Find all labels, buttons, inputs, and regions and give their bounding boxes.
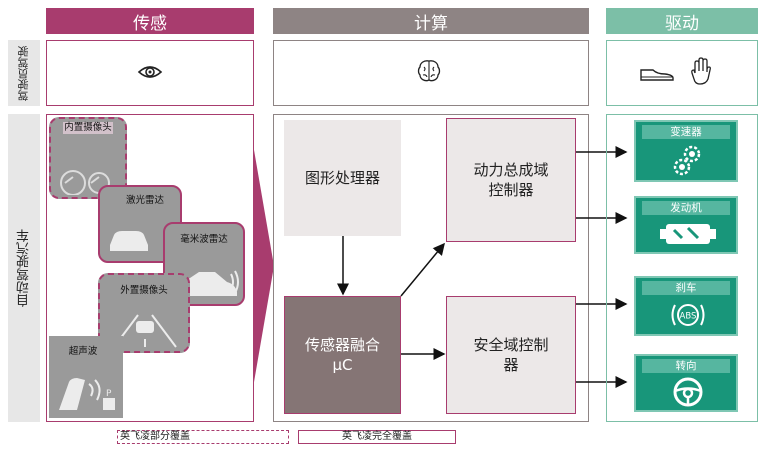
powertrain-controller-box: 动力总成域 控制器	[446, 118, 576, 242]
actuator-transmission-label: 变速器	[642, 125, 730, 139]
powertrain-controller-line1: 动力总成域	[473, 161, 549, 179]
header-compute: 计算	[273, 8, 589, 34]
sensor-mm-radar-label: 毫米波雷达	[180, 234, 228, 245]
arrow-fusion-to-powertrain	[400, 242, 445, 297]
parking-icon: P	[59, 378, 115, 410]
driver-drive-box	[606, 40, 758, 106]
sensor-external-camera-label: 外置摄像头	[120, 285, 168, 296]
sense-panel	[46, 114, 254, 422]
abs-icon: ABS	[671, 304, 705, 326]
row-label-autonomous: 自动驾驶汽车	[8, 114, 40, 422]
legend-partial: 英飞凌部分覆盖	[117, 430, 289, 444]
safety-controller-line2: 器	[503, 356, 519, 374]
actuator-brake-label: 刹车	[642, 281, 730, 295]
driver-compute-box	[273, 40, 589, 106]
hand-icon	[691, 57, 711, 85]
sensor-fusion-line2: μC	[332, 356, 353, 374]
sensor-internal-camera-label: 内置摄像头	[63, 122, 113, 134]
driver-sense-box	[46, 40, 254, 106]
steering-wheel-icon	[673, 377, 703, 407]
sensor-lidar-label: 激光雷达	[125, 195, 164, 206]
actuator-brake: 刹车 ABS	[634, 276, 738, 336]
sense-to-compute-arrow	[254, 150, 274, 382]
row-label-driver: 驾驶员驾驶	[8, 40, 40, 106]
actuator-engine-label: 发动机	[642, 201, 730, 215]
svg-text:ABS: ABS	[680, 312, 697, 322]
safety-controller-box: 安全域控制 器	[446, 296, 576, 414]
engine-icon	[660, 224, 716, 244]
eye-icon	[137, 66, 163, 78]
drive-panel	[606, 114, 758, 422]
gpu-box: 图形处理器	[284, 120, 401, 236]
shoe-icon	[640, 69, 674, 81]
actuator-transmission: 变速器	[634, 120, 738, 182]
svg-text:P: P	[106, 389, 112, 399]
road-icon	[113, 314, 177, 348]
header-drive: 驱动	[606, 8, 758, 34]
sensor-fusion-box: 传感器融合 μC	[284, 296, 401, 414]
legend-full: 英飞凌完全覆盖	[298, 430, 456, 444]
brain-icon	[417, 60, 441, 82]
gears-icon	[673, 145, 701, 176]
actuator-engine: 发动机	[634, 196, 738, 254]
header-sense: 传感	[46, 8, 254, 34]
actuator-steering-label: 转向	[642, 359, 730, 373]
actuator-steering: 转向	[634, 354, 738, 412]
sensor-ultrasonic-label: 超声波	[68, 346, 98, 357]
safety-controller-line1: 安全域控制	[473, 336, 549, 354]
sensor-mm-radar: 毫米波雷达	[163, 222, 245, 306]
car-front-icon	[110, 231, 148, 251]
sensor-ultrasonic: 超声波 P	[49, 336, 123, 418]
sensor-fusion-line1: 传感器融合	[304, 336, 380, 354]
compute-panel	[273, 114, 589, 422]
powertrain-controller-line2: 控制器	[488, 181, 534, 199]
